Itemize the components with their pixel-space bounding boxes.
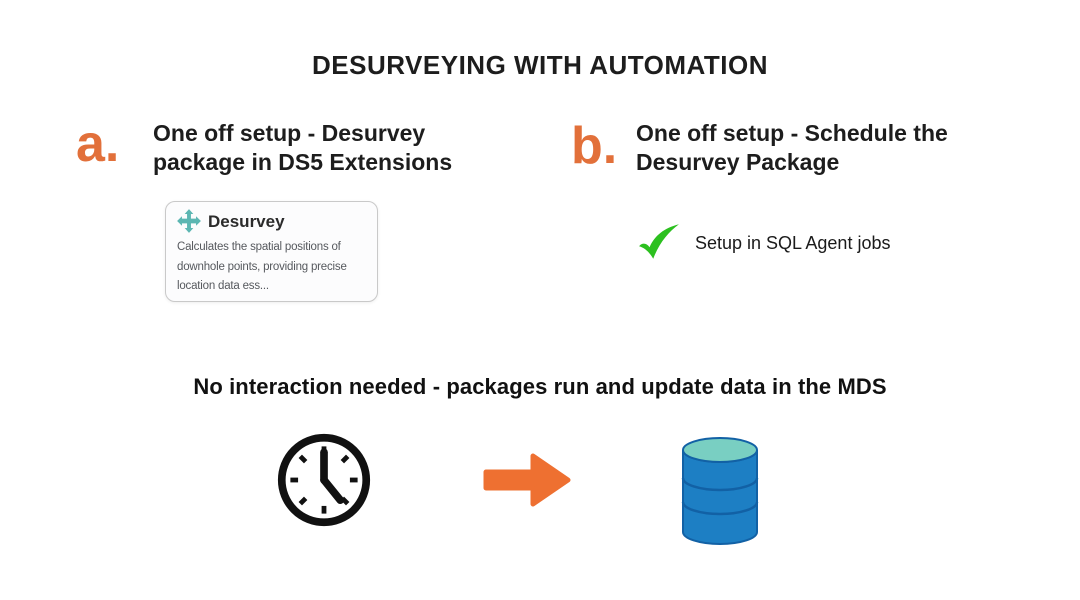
database-icon xyxy=(681,437,759,546)
section-a-label: a. xyxy=(76,115,120,173)
check-icon xyxy=(639,224,679,259)
move-cross-icon xyxy=(177,209,201,233)
section-a-heading-line1: One off setup - Desurvey xyxy=(153,120,426,146)
page-title: DESURVEYING WITH AUTOMATION xyxy=(312,50,768,80)
card-title: Desurvey xyxy=(208,212,285,231)
clock-icon xyxy=(277,433,371,527)
desurvey-package-card[interactable]: Desurvey Calculates the spatial position… xyxy=(165,201,378,302)
card-description-line2: downhole points, providing precise xyxy=(177,260,347,273)
bottom-heading: No interaction needed - packages run and… xyxy=(193,374,887,399)
section-b-label: b. xyxy=(571,117,618,175)
section-b-heading-line2: Desurvey Package xyxy=(636,149,840,175)
section-a-heading: One off setup - Desurvey package in DS5 … xyxy=(153,119,452,177)
section-b-heading-line1: One off setup - Schedule the xyxy=(636,120,948,146)
card-description-line1: Calculates the spatial positions of xyxy=(177,241,341,253)
section-a-heading-line2: package in DS5 Extensions xyxy=(153,149,453,175)
card-description-line3: location data ess... xyxy=(177,280,269,292)
arrow-right-icon xyxy=(483,453,571,507)
check-label: Setup in SQL Agent jobs xyxy=(695,233,891,253)
card-description: Calculates the spatial positions of down… xyxy=(177,238,347,297)
section-b-heading: One off setup - Schedule the Desurvey Pa… xyxy=(636,119,948,177)
